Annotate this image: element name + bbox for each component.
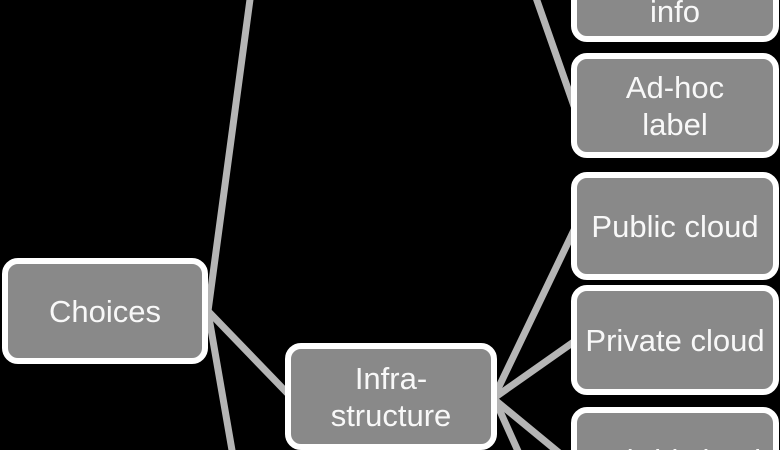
node-info-label: info	[650, 0, 700, 29]
connector-infrastructure-public-cloud	[490, 224, 579, 401]
connector-infrastructure-hybrid-cloud	[491, 396, 562, 450]
node-infrastructure-label-line1: Infra-	[354, 360, 428, 396]
node-hybrid-cloud-label: Hybrid cloud	[589, 442, 761, 450]
node-private-cloud-label: Private cloud	[585, 322, 765, 358]
node-private-cloud: Private cloud	[571, 285, 779, 395]
node-infrastructure-label-line2: structure	[330, 397, 452, 433]
node-adhoc-label-line2: label	[642, 106, 708, 142]
connector-choices-offscreen-top	[204, 0, 254, 315]
node-public-cloud: Public cloud	[571, 172, 779, 280]
node-adhoc-label-line1: Ad-hoc	[625, 69, 725, 105]
node-info: info	[571, 0, 779, 42]
connector-offscreen-top-adhoc	[533, 0, 578, 110]
node-infrastructure: Infra- structure	[285, 343, 497, 450]
connector-choices-offscreen-bottom	[204, 308, 236, 450]
connector-infrastructure-offscreen-bottom	[491, 396, 522, 450]
node-adhoc-label: Ad-hoc label	[571, 53, 779, 158]
connector-infrastructure-private-cloud	[490, 337, 579, 402]
node-hybrid-cloud: Hybrid cloud	[571, 407, 779, 450]
node-public-cloud-label: Public cloud	[591, 208, 759, 244]
node-choices: Choices	[2, 258, 208, 364]
connector-choices-infrastructure	[204, 307, 295, 401]
node-choices-label: Choices	[49, 293, 161, 329]
